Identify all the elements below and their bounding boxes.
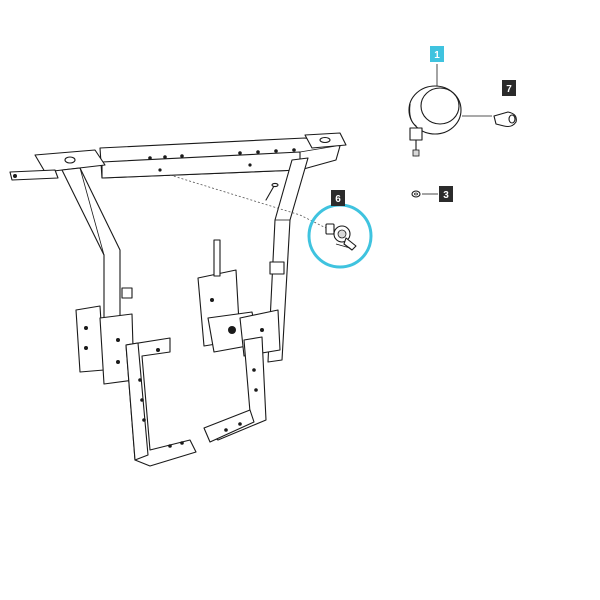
assembly-leader-line <box>169 174 331 231</box>
work-lamp-icon <box>408 85 462 157</box>
lamp-knob-icon <box>493 111 517 128</box>
callout-1[interactable]: 1 <box>430 46 444 62</box>
svg-text:6: 6 <box>335 194 341 205</box>
svg-text:1: 1 <box>434 50 440 61</box>
switch-icon <box>325 223 357 251</box>
svg-text:3: 3 <box>443 190 449 201</box>
callout-6[interactable]: 6 <box>331 190 345 206</box>
nut-icon <box>411 190 421 198</box>
callout-7[interactable]: 7 <box>502 80 516 96</box>
callout-3[interactable]: 3 <box>439 186 453 202</box>
mounting-frame-icon <box>9 132 347 467</box>
svg-text:7: 7 <box>506 84 512 95</box>
